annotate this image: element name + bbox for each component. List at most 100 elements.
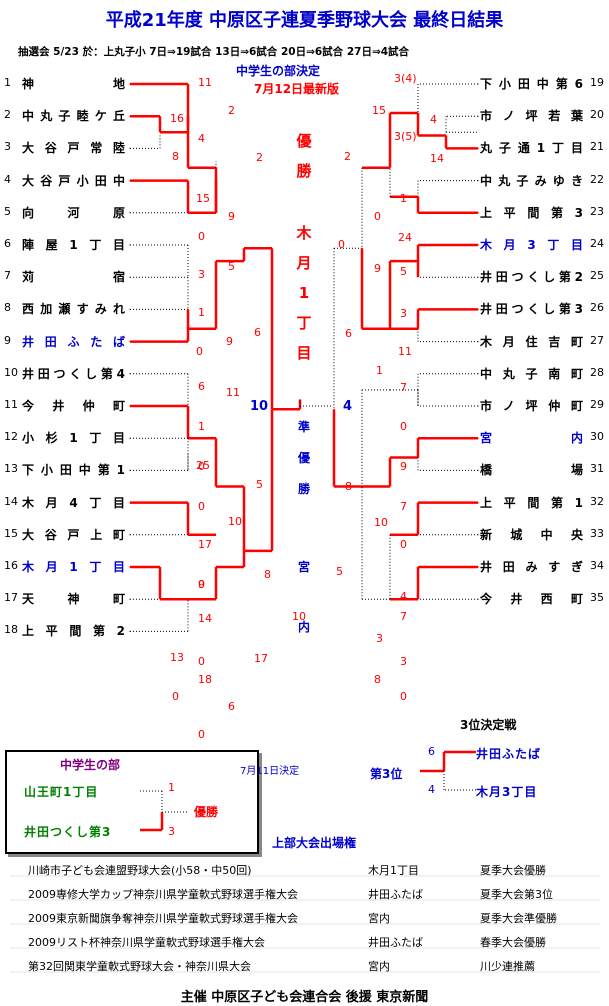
- score-label: 11: [398, 345, 412, 358]
- team-number: 21: [590, 140, 604, 154]
- team-number: 7: [4, 269, 11, 283]
- team-name: 向河原: [22, 205, 126, 220]
- qualifier-team: 宮内: [368, 960, 390, 973]
- runner-up-team: 宮内: [297, 560, 310, 634]
- score-label: 0: [198, 655, 205, 668]
- team-number: 10: [4, 365, 18, 379]
- team-name: 木月住吉町: [480, 334, 584, 349]
- team-number: 14: [4, 494, 18, 508]
- score-label: 2: [228, 104, 235, 117]
- team-number: 33: [590, 526, 604, 540]
- score-label: 6: [228, 700, 235, 713]
- team-name: 天神町: [22, 592, 126, 607]
- score-label: 7: [400, 500, 407, 513]
- middle-school-team-1: 山王町1丁目: [24, 785, 99, 799]
- middle-school-score-1: 1: [168, 781, 175, 794]
- qualifier-award: 夏季大会準優勝: [480, 912, 557, 925]
- team-number: 35: [590, 591, 604, 605]
- final-score-left: 10: [250, 399, 269, 414]
- third-place-team-1: 井田ふたば: [476, 747, 542, 761]
- credit-line: 主催 中原区子ども会連合会 後援 東京新聞: [180, 990, 429, 1005]
- qualifier-team: 宮内: [368, 912, 390, 925]
- score-label: 0: [400, 538, 407, 551]
- score-label: 15: [196, 192, 210, 205]
- score-label: 8: [172, 150, 179, 163]
- score-label: 10: [292, 610, 306, 623]
- score-label: 1: [376, 364, 383, 377]
- runner-up-label: 準優勝: [297, 420, 310, 496]
- qualifier-event: 第32回関東学童軟式野球大会・神奈川県大会: [28, 960, 251, 973]
- score-label: 9: [228, 210, 235, 223]
- team-name: 苅宿: [22, 270, 126, 285]
- score-label: 25: [196, 459, 210, 472]
- third-place-team-2: 木月3丁目: [476, 785, 538, 799]
- score-label: 5: [256, 478, 263, 491]
- score-label: 9: [198, 578, 205, 591]
- team-name: 下小田中第6: [480, 77, 584, 91]
- team-name: 木月1丁目: [22, 560, 126, 574]
- team-name: 市ノ坪若葉: [480, 109, 584, 124]
- team-number: 20: [590, 108, 604, 122]
- team-name: 宮内: [480, 431, 584, 446]
- qualifier-team: 木月1丁目: [368, 864, 419, 877]
- team-number: 17: [4, 591, 18, 605]
- score-label: 8: [264, 568, 271, 581]
- middle-school-team-2: 井田つくし第3: [24, 825, 112, 839]
- qualifier-award: 川少連推薦: [480, 960, 535, 973]
- middle-school-result: 優勝: [194, 805, 219, 819]
- middle-school-box: [5, 750, 259, 854]
- score-label: 1: [198, 420, 205, 433]
- team-name: 上平間第1: [480, 495, 584, 510]
- score-label: 16: [170, 112, 184, 125]
- team-number: 15: [4, 526, 18, 540]
- middle-school-score-2: 3: [168, 825, 175, 838]
- team-name: 大谷戸常陸: [22, 141, 126, 156]
- score-label: 18: [198, 673, 212, 686]
- team-number: 4: [4, 172, 11, 186]
- team-number: 1: [4, 76, 11, 89]
- score-label: 0: [338, 238, 345, 251]
- qualifier-team: 井田ふたば: [368, 936, 423, 949]
- subtitle: 中学生の部決定: [236, 64, 321, 78]
- score-label: 1: [198, 306, 205, 319]
- team-name: 井田ふたば: [22, 334, 126, 349]
- team-name: 上平間第2: [22, 624, 126, 639]
- team-name: 中丸子みゆき: [480, 173, 584, 188]
- score-label: 6: [198, 380, 205, 393]
- team-number: 12: [4, 430, 18, 444]
- team-name: 中丸子睦ケ丘: [22, 109, 126, 124]
- score-label: 0: [400, 690, 407, 703]
- score-label: 9: [400, 460, 407, 473]
- team-name: 市ノ坪仲町: [480, 399, 584, 413]
- team-number: 26: [590, 301, 604, 315]
- team-number: 30: [590, 430, 604, 444]
- score-label: 0: [198, 460, 205, 473]
- team-name: 新城中央: [480, 527, 584, 542]
- team-number: 34: [590, 559, 604, 572]
- third-place-title: 3位決定戦: [460, 718, 517, 732]
- score-label: 9: [226, 335, 233, 348]
- higher-tournament-title: 上部大会出場権: [272, 836, 357, 850]
- qualifier-event: 川崎市子ども会連盟野球大会(小58・中50回): [28, 864, 252, 877]
- team-name: 今井西町: [480, 592, 584, 607]
- qualifier-award: 夏季大会第3位: [480, 888, 553, 901]
- team-name: 下小田中第1: [22, 463, 126, 478]
- team-number: 23: [590, 204, 604, 218]
- team-name: 今井仲町: [22, 399, 126, 413]
- middle-school-date: 7月11日決定: [240, 766, 300, 777]
- score-label: 0: [374, 210, 381, 223]
- team-name: 西加瀬すみれ: [22, 302, 126, 317]
- team-number: 13: [4, 462, 18, 476]
- team-number: 5: [4, 204, 11, 218]
- qualifier-team: 井田ふたば: [368, 888, 423, 901]
- score-label: 10: [374, 516, 388, 529]
- score-label: 7: [400, 610, 407, 623]
- team-name: 井田みすぎ: [480, 560, 584, 574]
- third-place-score-1: 6: [428, 745, 435, 758]
- team-name: 丸子通1丁目: [480, 141, 584, 156]
- qualifier-event: 2009リスト杯神奈川県学童軟式野球選手権大会: [28, 936, 265, 949]
- team-number: 27: [590, 333, 604, 347]
- team-name: 大谷戸小田中: [22, 173, 126, 188]
- team-name: 大谷戸上町: [22, 527, 126, 542]
